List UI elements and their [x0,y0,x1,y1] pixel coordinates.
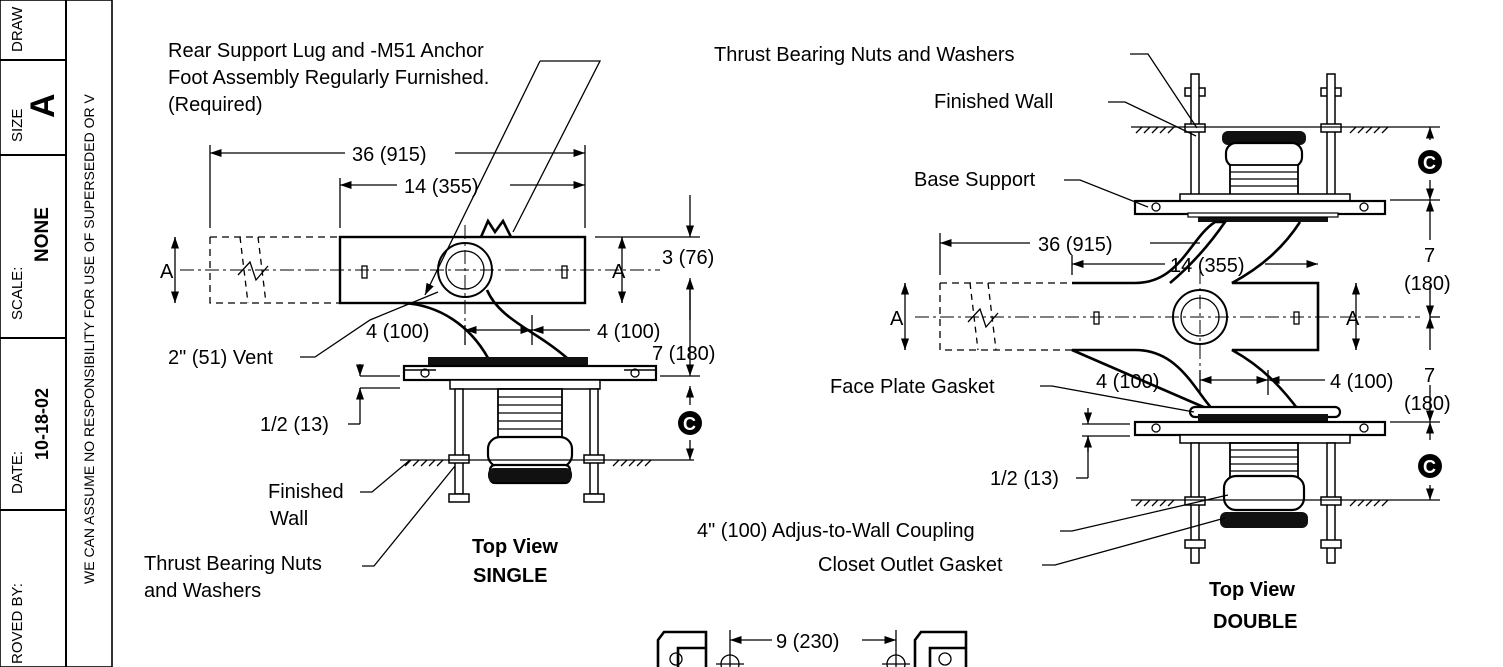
single-dim-lug: 14 (355) [404,176,479,198]
single-rear-support-line2: Foot Assembly Regularly Furnished. [168,67,489,89]
single-section-left: A [160,261,174,283]
double-wall-symbol-bottom [1418,454,1442,478]
bottom-dim-spacing: 9 (230) [776,631,839,653]
single-dim-offset-left: 4 (100) [366,321,429,343]
single-dim-plate-gap: 1/2 (13) [260,414,329,436]
double-top-base-plate [1133,193,1387,222]
double-base-support-label: Base Support [914,169,1036,191]
date-label: DATE: [9,451,26,494]
single-threaded-rods [448,388,605,503]
scale-value: NONE [32,207,53,262]
single-vent-label: 2" (51) Vent [168,347,273,369]
double-coupling-label: 4" (100) Adjus-to-Wall Coupling [697,520,975,542]
single-wall-symbol-label: C [683,414,696,434]
double-dim-lug: 14 (355) [1170,255,1245,277]
double-dim-overall: 36 (915) [1038,234,1113,256]
double-section-left: A [890,308,904,330]
scale-label: SCALE: [9,267,26,320]
single-coupling [486,388,574,485]
double-view-title: Top View [1209,579,1295,601]
single-finished-wall-2: Wall [270,508,308,530]
double-top-coupling [1222,131,1306,196]
double-dim-upper-7: 7 [1424,245,1435,267]
size-label: SIZE [9,109,26,142]
single-thrust-1: Thrust Bearing Nuts [144,553,322,575]
single-view: 36 (915) 14 (355) A A 3 (76) 7 (180) 4 (… [144,40,715,602]
single-thrust-2: and Washers [144,580,261,602]
drawn-label: DRAW [9,6,26,52]
double-wall-symbol-top [1418,150,1442,174]
double-dim-plate-gap: 1/2 (13) [990,468,1059,490]
single-wall-symbol [678,411,702,435]
double-closet-gasket-label: Closet Outlet Gasket [818,554,1003,576]
single-dim-offset-right: 4 (100) [597,321,660,343]
double-dim-lower-7: 7 [1424,365,1435,387]
approved-label: ROVED BY: [9,583,26,664]
single-dim-depth: 3 (76) [662,247,714,269]
double-dim-offset-right: 4 (100) [1330,371,1393,393]
double-bottom-coupling [1220,442,1308,528]
double-dim-lower-180: (180) [1404,393,1451,415]
date-value: 10-18-02 [32,388,52,460]
double-dim-upper-180: (180) [1404,273,1451,295]
double-face-plate-gasket-label: Face Plate Gasket [830,376,995,398]
single-dim-overall: 36 (915) [352,144,427,166]
title-block: DRAW SIZE A SCALE: NONE DATE: 10-18-02 R… [0,0,113,667]
double-view: 36 (915) 14 (355) A A 7 (180) 7 (180) C … [697,44,1451,633]
single-rear-support-line1: Rear Support Lug and -M51 Anchor [168,40,484,62]
single-dim-to-plate: 7 (180) [652,343,715,365]
bottom-partial-view: 9 (230) [656,630,968,667]
double-top-rods [1184,73,1342,200]
single-view-subtitle: SINGLE [473,565,547,587]
double-dim-offset-left: 4 (100) [1096,371,1159,393]
single-view-title: Top View [472,536,558,558]
size-value: A [24,93,62,118]
double-thrust-label: Thrust Bearing Nuts and Washers [714,44,1015,66]
single-finished-wall-1: Finished [268,481,344,503]
single-rear-support-line3: (Required) [168,94,262,116]
double-finished-wall-label: Finished Wall [934,91,1053,113]
single-base-plate [402,357,658,390]
disclaimer-text: WE CAN ASSUME NO RESPONSIBILITY FOR USE … [81,94,97,584]
double-wall-symbol-bottom-label: C [1423,457,1436,477]
double-wall-symbol-top-label: C [1423,153,1436,173]
double-bottom-base-plate [1133,405,1387,444]
double-section-right: A [1346,308,1360,330]
single-section-right: A [612,261,626,283]
double-view-subtitle: DOUBLE [1213,611,1297,633]
